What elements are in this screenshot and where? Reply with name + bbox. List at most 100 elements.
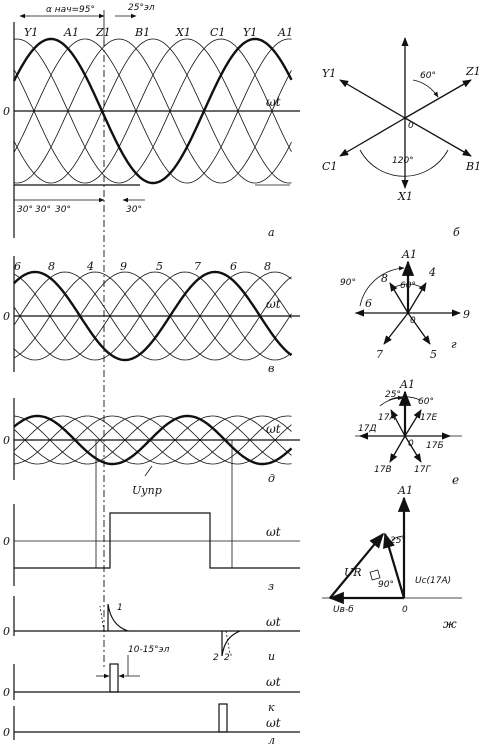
- panel-g-angle: 90°: [340, 278, 356, 288]
- panel-a-origin: 0: [3, 105, 10, 118]
- panel-g-center: 0: [410, 316, 416, 326]
- panel-a-wave: [13, 38, 292, 184]
- panel-d-leader: [144, 465, 153, 477]
- panel-a-phase-label: X1: [175, 26, 191, 39]
- panel-v-wave: [13, 271, 292, 361]
- panel-zh-label: A1: [397, 484, 413, 497]
- vector-17g: [404, 435, 422, 463]
- panel-i-pulse-negative: [221, 630, 241, 657]
- vector-b1: [404, 117, 472, 157]
- panel-g-phasor: A1 8 4 6 9 7 5 0 60° 90° г: [340, 248, 470, 361]
- panel-e-angle: 25°: [385, 390, 401, 400]
- panel-d-omega-t: ωt: [266, 422, 281, 436]
- panel-e-label: 17Б: [426, 441, 444, 451]
- panel-a-phase-label: B1: [134, 26, 150, 39]
- panel-g-label: 5: [430, 348, 437, 361]
- panel-e-label: 17А: [378, 413, 396, 423]
- panel-d-sine-family: [13, 414, 293, 466]
- panel-v-wave: [13, 270, 293, 362]
- panel-b-phasor: Y1 Z1 C1 B1 X1 0 60° 120° б: [322, 37, 481, 239]
- panel-k-gate-pulse: 10-15°эл 0 ωt к: [3, 645, 300, 714]
- panel-b-angle: 60°: [420, 71, 436, 81]
- panel-e-label: 17Г: [414, 465, 431, 475]
- panel-e-label: A1: [399, 378, 415, 391]
- vector-y1: [339, 79, 406, 119]
- panel-b-label: Z1: [465, 65, 481, 78]
- panel-a-wave: [13, 38, 292, 184]
- panel-z-letter: з: [268, 580, 274, 593]
- panel-z-omega-t: ωt: [266, 525, 281, 539]
- panel-v-wave: [13, 271, 292, 361]
- panel-d-wave: [13, 415, 292, 465]
- panel-v-sine-family: [13, 270, 293, 362]
- panel-g-label: A1: [401, 248, 417, 261]
- panel-i-pulse-label: 2: [213, 653, 219, 663]
- panel-v-label: 9: [120, 260, 127, 273]
- panel-d-control-label: Uупр: [132, 484, 162, 497]
- panel-d-origin: 0: [3, 434, 10, 447]
- panel-d-wave: [13, 415, 292, 465]
- panel-g-label: 7: [376, 348, 383, 361]
- panel-l-omega-t: ωt: [266, 716, 281, 730]
- panel-k-pulse-rect: [109, 663, 119, 693]
- panel-g-label: 6: [365, 297, 372, 310]
- panel-e-letter: е: [452, 473, 459, 487]
- panel-i-origin: 0: [3, 625, 10, 638]
- panel-b-center: 0: [408, 121, 414, 131]
- panel-v-wave: [13, 271, 292, 361]
- panel-a-phase-label: A1: [277, 26, 293, 39]
- panel-a-phase-label: Y1: [243, 26, 257, 39]
- panel-v-label: 8: [48, 260, 55, 273]
- panel-zh-right-angle: [369, 569, 381, 581]
- panel-a-shift-label: 25°эл: [128, 3, 155, 13]
- panel-zh-label: Uв-б: [333, 605, 354, 615]
- panel-i-pulse-label: 1: [117, 603, 123, 613]
- panel-d-wave: [13, 415, 292, 465]
- panel-v-label: 4: [86, 260, 94, 273]
- panel-a-wave: [13, 38, 292, 184]
- panel-g-label: 4: [428, 266, 436, 279]
- vector-5: [407, 312, 431, 345]
- panel-k-width-label: 10-15°эл: [128, 645, 170, 655]
- panel-z-origin: 0: [3, 535, 10, 548]
- panel-d-wave: [13, 415, 292, 465]
- panel-zh-label: Uc(17А): [415, 576, 451, 586]
- panel-a-phase-label: Z1: [95, 26, 111, 39]
- panel-zh-letter: ж: [443, 617, 457, 631]
- vector-ur: [329, 532, 384, 599]
- panel-k-origin: 0: [3, 686, 10, 699]
- panel-zh-center: 0: [402, 605, 408, 615]
- panel-a-letter: а: [268, 226, 275, 239]
- vector-17e: [404, 409, 422, 437]
- panel-d-waveforms: 0 ωt Uупр д: [3, 398, 300, 568]
- vector-7: [383, 312, 409, 345]
- panel-l-letter: л: [268, 734, 275, 746]
- panel-a-alpha-label: α нач=95°: [46, 5, 95, 15]
- panel-g-angle: 60°: [400, 281, 416, 291]
- panel-i-pulses: 0 ωt 1 2 2' и: [3, 596, 300, 663]
- panel-e-angle-arc: [388, 396, 421, 401]
- panel-g-angle-arc-90: [359, 266, 405, 307]
- vector-uc: [383, 532, 406, 599]
- panel-v-omega-t: ωt: [266, 297, 281, 311]
- panel-i-pulse-label: 2': [224, 653, 232, 663]
- panel-e-label: 17В: [374, 465, 392, 475]
- panel-v-label: 8: [264, 260, 271, 273]
- panel-zh-angle: 25°: [390, 536, 406, 546]
- panel-a-wave: [12, 37, 293, 185]
- panel-v-wave: [13, 271, 292, 361]
- panel-g-label: 8: [381, 272, 388, 285]
- panel-b-label: B1: [465, 160, 481, 173]
- panel-b-angle-arc-120: [359, 149, 449, 177]
- panel-b-label: Y1: [322, 67, 336, 80]
- panel-z-square-signal: [14, 512, 300, 569]
- panel-a-angle-mark: 30°: [55, 205, 71, 215]
- panel-d-wave: [13, 414, 293, 466]
- panel-a-phase-label: A1: [63, 26, 79, 39]
- panel-a-phase-label: C1: [210, 26, 225, 39]
- panel-a-omega-t: ωt: [266, 95, 281, 109]
- panel-a-angle-mark: 30°: [17, 205, 33, 215]
- panel-zh-phasor: A1 UR Uc(17А) Uв-б 0 25° 90° ж: [322, 484, 462, 631]
- panel-v-label: 6: [230, 260, 237, 273]
- panel-l-pulse-rect: [218, 703, 228, 733]
